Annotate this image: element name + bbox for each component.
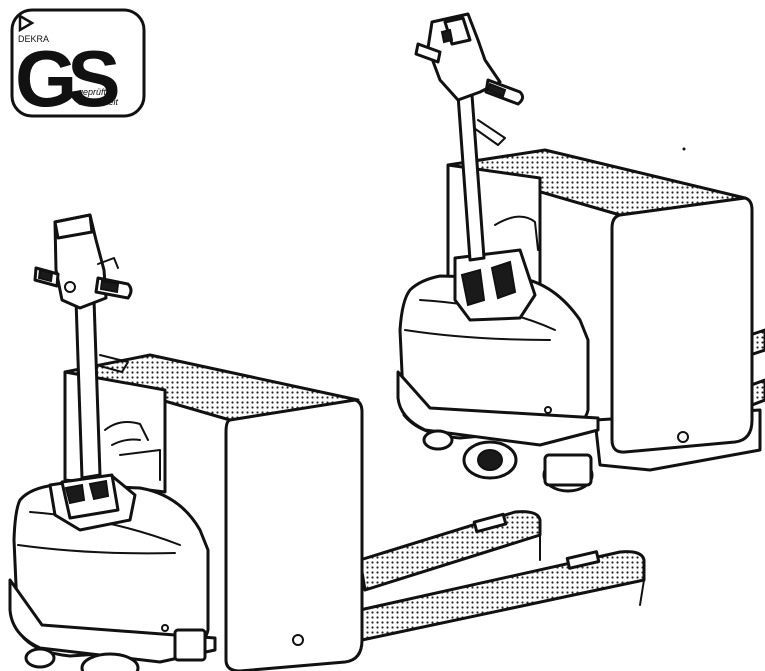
pallet-truck-front: [8, 213, 646, 671]
pallet-truck-rear: [396, 12, 765, 493]
seal-org-label: DEKRA: [18, 34, 49, 44]
dekra-triangle-icon: [18, 13, 35, 33]
seal-line-2: Sicherheit: [78, 97, 119, 107]
seal-line-1: geprüfte: [78, 87, 111, 97]
fork-roller-lower: [565, 550, 601, 570]
fork-roller-upper: [472, 512, 508, 534]
seal-mark: GS: [15, 34, 118, 123]
speck: [682, 147, 686, 151]
gs-dekra-seal: DEKRA GS geprüfte Sicherheit: [10, 8, 146, 123]
